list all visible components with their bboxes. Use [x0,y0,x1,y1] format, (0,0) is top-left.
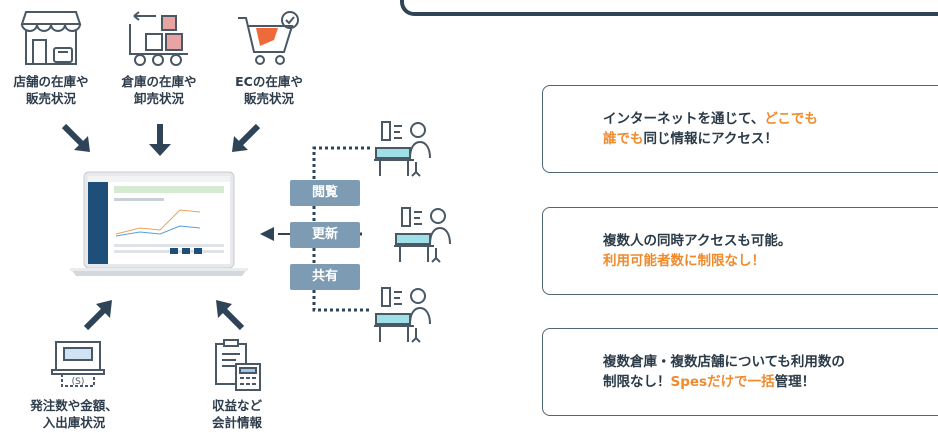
card-line: 複数人の同時アクセスも可能。 [603,233,792,249]
source-label-accounting: 収益など会計情報 [211,398,262,430]
user-at-desk-icon [372,118,438,178]
user-at-desk-icon [392,204,458,264]
arrow-down-icon [226,122,262,158]
warehouse-truck-icon [126,10,192,68]
card-line: 複数倉庫・複数店舗についても利用数の [603,354,845,370]
feature-card-concurrent: 複数人の同時アクセスも可能。 利用可能者数に制限なし！ [542,207,938,295]
laptop [70,170,248,282]
store-icon [20,8,82,68]
source-label-store: 店舗の在庫や販売状況 [13,74,89,106]
action-tag-share: 共有 [290,264,360,290]
action-tag-view: 閲覧 [290,180,360,206]
feature-card-multisite: 複数倉庫・複数店舗についても利用数の 制限なし！Spesだけで一括管理！ [542,328,938,416]
card-line: インターネットを通じて、どこでも [603,111,818,127]
source-label-ec: ECの在庫や販売状況 [235,74,303,106]
arrow-up-icon [82,296,118,332]
arrow-up-icon [210,296,246,332]
svg-text:(S): (S) [72,377,85,387]
atm-money-icon: (S) [50,340,106,388]
card-line: 利用可能者数に制限なし！ [603,253,765,269]
ec-cart-icon [236,10,302,68]
arrow-down-icon [145,122,175,158]
user-at-desk-icon [372,284,438,344]
header-decoration [400,0,938,16]
action-tag-update: 更新 [290,222,360,248]
feature-card-access: インターネットを通じて、どこでも 誰でも同じ情報にアクセス！ [542,85,938,173]
card-line: 誰でも同じ情報にアクセス！ [603,131,778,147]
arrow-down-icon [60,122,96,158]
accounting-icon [212,338,264,392]
card-line: 制限なし！Spesだけで一括管理！ [603,374,816,390]
source-label-order: 発注数や金額、入出庫状況 [30,398,118,430]
source-label-warehouse: 倉庫の在庫や卸売状況 [121,74,197,106]
